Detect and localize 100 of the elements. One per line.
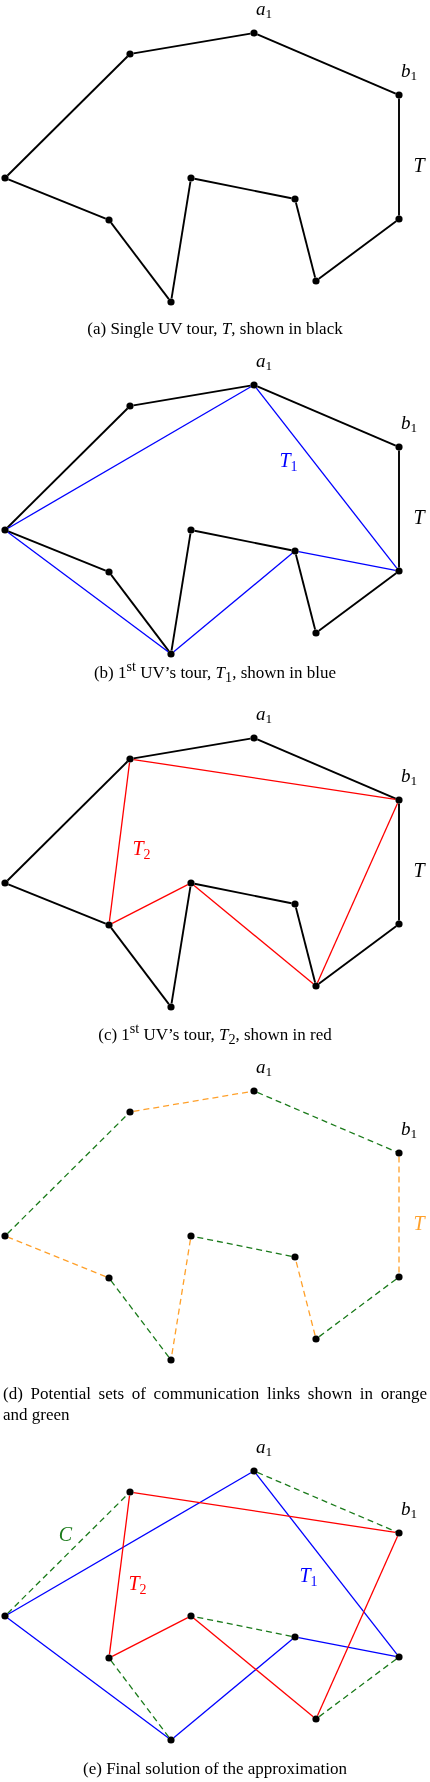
tour-line	[7, 386, 252, 529]
point-dot	[187, 174, 195, 182]
tour-line	[256, 33, 397, 95]
tour-line	[111, 884, 189, 924]
point-dot	[250, 29, 258, 37]
point-label: a$_{1}$	[256, 1057, 273, 1079]
point-dot	[187, 879, 195, 887]
tour-line	[170, 180, 192, 300]
point-dot	[312, 1335, 320, 1343]
point-dot	[395, 91, 403, 99]
point-dot	[312, 277, 320, 285]
tour-label: T$_{2}$	[128, 1573, 147, 1597]
dashed-link	[398, 1155, 400, 1275]
point-dot	[395, 215, 403, 223]
point-dot	[395, 443, 403, 451]
point-label: b$_{1}$	[401, 413, 418, 435]
point-dot	[291, 1253, 299, 1261]
tour-line	[132, 384, 252, 407]
tour-label: T	[413, 1213, 425, 1233]
tour-line	[173, 1638, 293, 1739]
point-dot	[105, 1274, 113, 1282]
point-dot	[126, 50, 134, 58]
point-dot	[395, 567, 403, 575]
tour-line	[132, 32, 252, 55]
point-dot	[291, 547, 299, 555]
point-dot	[312, 1715, 320, 1723]
point-dot	[250, 734, 258, 742]
tour-line	[6, 760, 129, 882]
tour-line	[7, 883, 107, 925]
tour-line	[7, 1617, 169, 1739]
point-dot	[105, 1654, 113, 1662]
tour-line	[255, 1473, 398, 1655]
point-dot	[126, 402, 134, 410]
tour-line	[110, 221, 170, 301]
tour-line	[316, 1535, 399, 1717]
point-dot	[291, 900, 299, 908]
point-label: a$_{1}$	[256, 0, 273, 21]
tour-line	[6, 55, 129, 177]
tour-line	[6, 407, 129, 529]
tour-line	[317, 572, 398, 632]
tour-line	[170, 532, 192, 652]
point-dot	[126, 755, 134, 763]
tour-line	[108, 761, 131, 923]
point-dot	[187, 1232, 195, 1240]
tour-line	[132, 758, 397, 801]
point-dot	[105, 568, 113, 576]
dashed-link	[7, 1236, 107, 1278]
point-label: a$_{1}$	[256, 351, 273, 373]
point-dot	[105, 216, 113, 224]
tour-line	[7, 530, 107, 572]
tour-label: T	[413, 860, 425, 880]
point-dot	[1, 879, 9, 887]
point-dot	[312, 982, 320, 990]
subfigure-caption: (a) Single UV tour, T, shown in black	[86, 318, 344, 339]
tour-line	[7, 531, 169, 653]
tour-line	[256, 385, 397, 447]
tour-label: T$_{2}$	[132, 838, 151, 862]
point-dot	[250, 1087, 258, 1095]
tour-line	[317, 220, 398, 280]
point-dot	[167, 650, 175, 658]
point-label: b$_{1}$	[401, 61, 418, 83]
point-label: a$_{1}$	[256, 704, 273, 726]
tour-line	[316, 802, 399, 984]
subfigure-caption: (e) Final solution of the approximation	[82, 1758, 348, 1779]
point-dot	[291, 1633, 299, 1641]
point-dot	[395, 1653, 403, 1661]
dashed-link	[256, 1091, 397, 1153]
tour-line	[297, 551, 397, 571]
tour-label: T	[413, 507, 425, 527]
point-dot	[1, 1612, 9, 1620]
tour-label: T$_{1}$	[279, 450, 298, 474]
point-dot	[167, 1736, 175, 1744]
tour-line	[297, 1637, 397, 1657]
subfigure-caption: (b) 1$^{st}$ UV’s tour, T$_{1}$, shown in blue	[92, 657, 338, 688]
dashed-link	[295, 1259, 316, 1337]
tour-line	[255, 387, 398, 569]
dashed-link	[318, 1658, 397, 1718]
point-dot	[395, 1149, 403, 1157]
point-label: b$_{1}$	[401, 766, 418, 788]
point-dot	[395, 1529, 403, 1537]
tour-line	[398, 449, 400, 569]
tour-line	[294, 553, 317, 631]
point-dot	[395, 1273, 403, 1281]
point-dot	[126, 1488, 134, 1496]
point-dot	[395, 796, 403, 804]
tour-line	[398, 802, 400, 922]
point-dot	[187, 1612, 195, 1620]
dashed-link	[110, 1660, 170, 1738]
tour-line	[173, 552, 293, 653]
tour-line	[317, 925, 398, 985]
dashed-link	[110, 1280, 170, 1358]
point-dot	[250, 1467, 258, 1475]
tour-line	[110, 926, 170, 1006]
tour-line	[193, 1617, 314, 1718]
dashed-link	[256, 1471, 397, 1533]
point-dot	[187, 526, 195, 534]
point-dot	[1, 1232, 9, 1240]
tour-line	[111, 1617, 189, 1657]
point-dot	[1, 174, 9, 182]
tour-line	[7, 1472, 252, 1615]
